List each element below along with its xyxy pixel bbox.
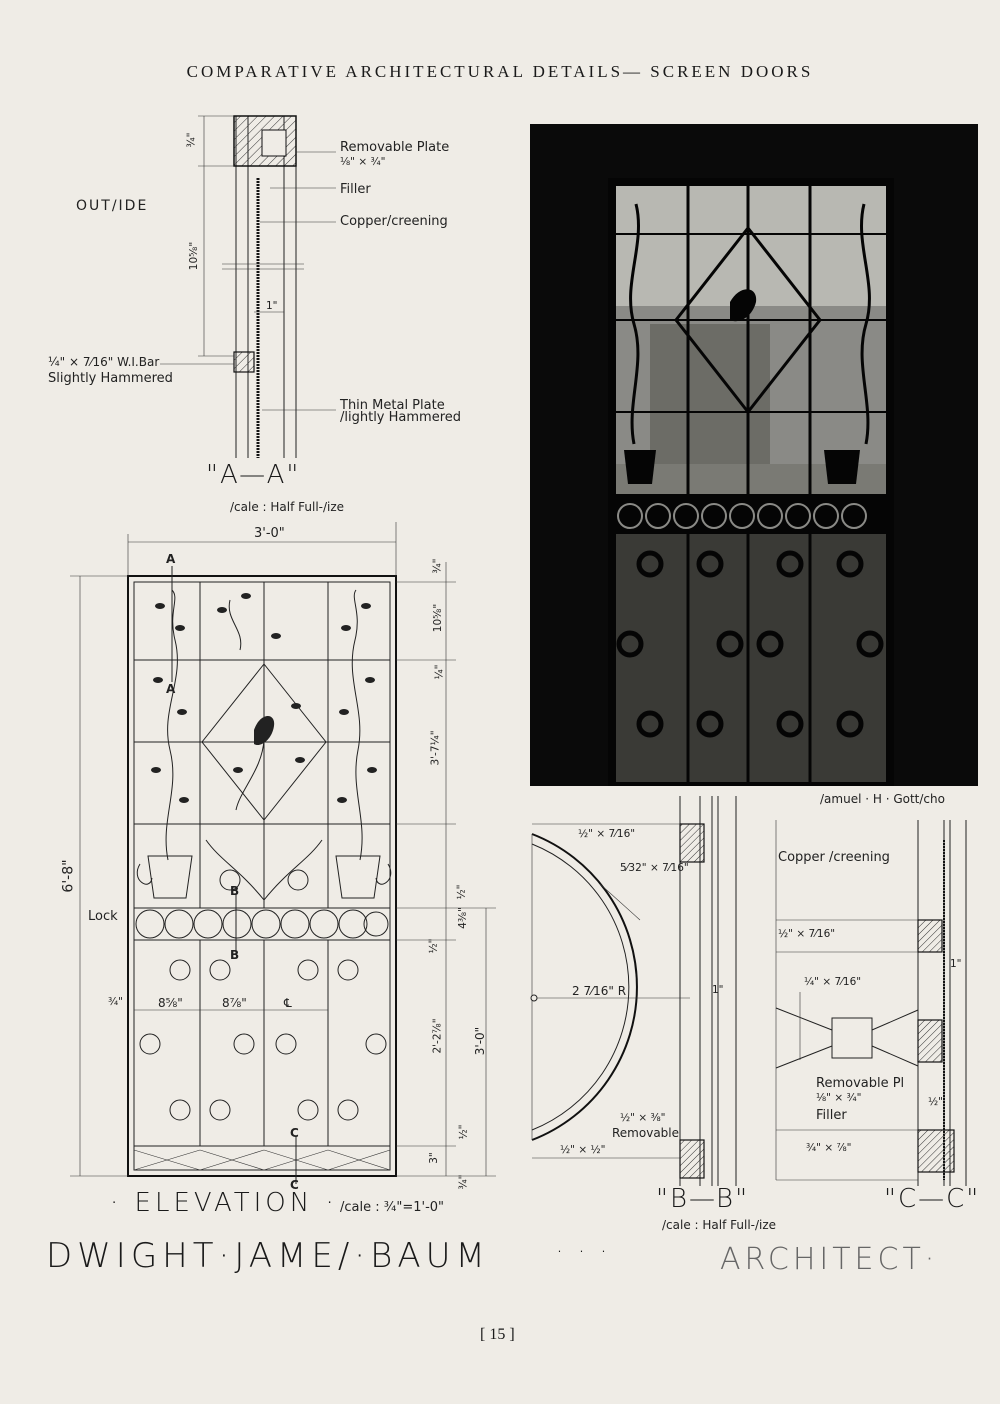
elev-centerline: ℄ (284, 996, 292, 1010)
cc-filler: Filler (816, 1108, 847, 1123)
cc-copper-screening: Copper /creening (778, 850, 890, 865)
thin-plate-note: /lightly Hammered (340, 410, 462, 425)
bb-removable: Removable (612, 1126, 680, 1140)
bb-dim-a: ½" × 7⁄16" (578, 828, 636, 840)
marker-c-top: C (290, 1126, 299, 1140)
bb-dim-d: ½" × ½" (560, 1144, 606, 1156)
architect-name: DWIGHT·JAME/·BAUM (46, 1236, 490, 1276)
cc-dim-a: ½" × 7⁄16" (778, 928, 836, 940)
elevation-title: · ELEVATION · (110, 1188, 338, 1218)
elev-dim-mid2: 8⅞" (222, 996, 247, 1010)
filler-label: Filler (340, 182, 371, 197)
page-header: COMPARATIVE ARCHITECTURAL DETAILS— SCREE… (186, 62, 814, 81)
bb-dim-c: ½" × ⅜" (620, 1112, 666, 1124)
footer-dots: · · · (556, 1240, 611, 1265)
cc-removable-pl-size: ⅛" × ¾" (816, 1092, 862, 1104)
marker-b-bottom: B (230, 948, 240, 962)
cc-dim-half: ½" (928, 1096, 944, 1108)
bar-note-label: Slightly Hammered (48, 371, 173, 386)
lock-label: Lock (88, 909, 118, 924)
elevation-scale: /cale : ¾"=1'-0" (340, 1200, 445, 1215)
aa-title: "A—A" (206, 460, 301, 490)
marker-a-top: A (166, 552, 176, 566)
marker-a-bottom: A (166, 682, 176, 696)
photo-illustration (530, 124, 978, 786)
copper-screening-label: Copper/creening (340, 214, 448, 229)
bb-scale: /cale : Half Full-/ize (662, 1218, 777, 1232)
bb-dim-b: 5⁄32" × 7⁄16" (620, 862, 689, 874)
removable-plate-label: Removable Plate (340, 140, 450, 155)
cc-dim-b: ¼" × 7⁄16" (804, 976, 862, 988)
bb-radius: 2 7⁄16" R (572, 984, 627, 998)
bb-dim-one: 1" (712, 984, 724, 996)
elev-dim-mid1: 8⅝" (158, 996, 183, 1010)
screen-door-photo (530, 124, 978, 786)
cc-title: "C—C" (884, 1184, 981, 1214)
aa-dim-one: 1" (266, 300, 278, 312)
aa-scale: /cale : Half Full-/ize (230, 500, 345, 514)
photo-credit: /amuel · H · Gott/cho (820, 792, 945, 806)
cc-dim-c: ¾" × ⅞" (806, 1142, 852, 1154)
cc-removable-pl: Removable Pl (816, 1076, 905, 1091)
elev-width: 3'-0" (254, 526, 285, 541)
page-number: [ 15 ] (480, 1326, 515, 1343)
outside-label: OUT/IDE (76, 198, 149, 214)
marker-b-top: B (230, 884, 240, 898)
cc-dim-one: 1" (950, 958, 962, 970)
removable-plate-size: ⅛" × ¾" (340, 156, 386, 168)
bb-title: "B—B" (656, 1184, 750, 1214)
architect-label: ARCHITECT· (720, 1242, 939, 1277)
marker-c-bottom: C (290, 1178, 299, 1192)
elev-dim-left: ¾" (108, 996, 124, 1008)
thin-plate-label: Thin Metal Plate (340, 398, 445, 413)
bar-size-label: ¼" × 7⁄16" W.I.Bar (48, 355, 160, 369)
